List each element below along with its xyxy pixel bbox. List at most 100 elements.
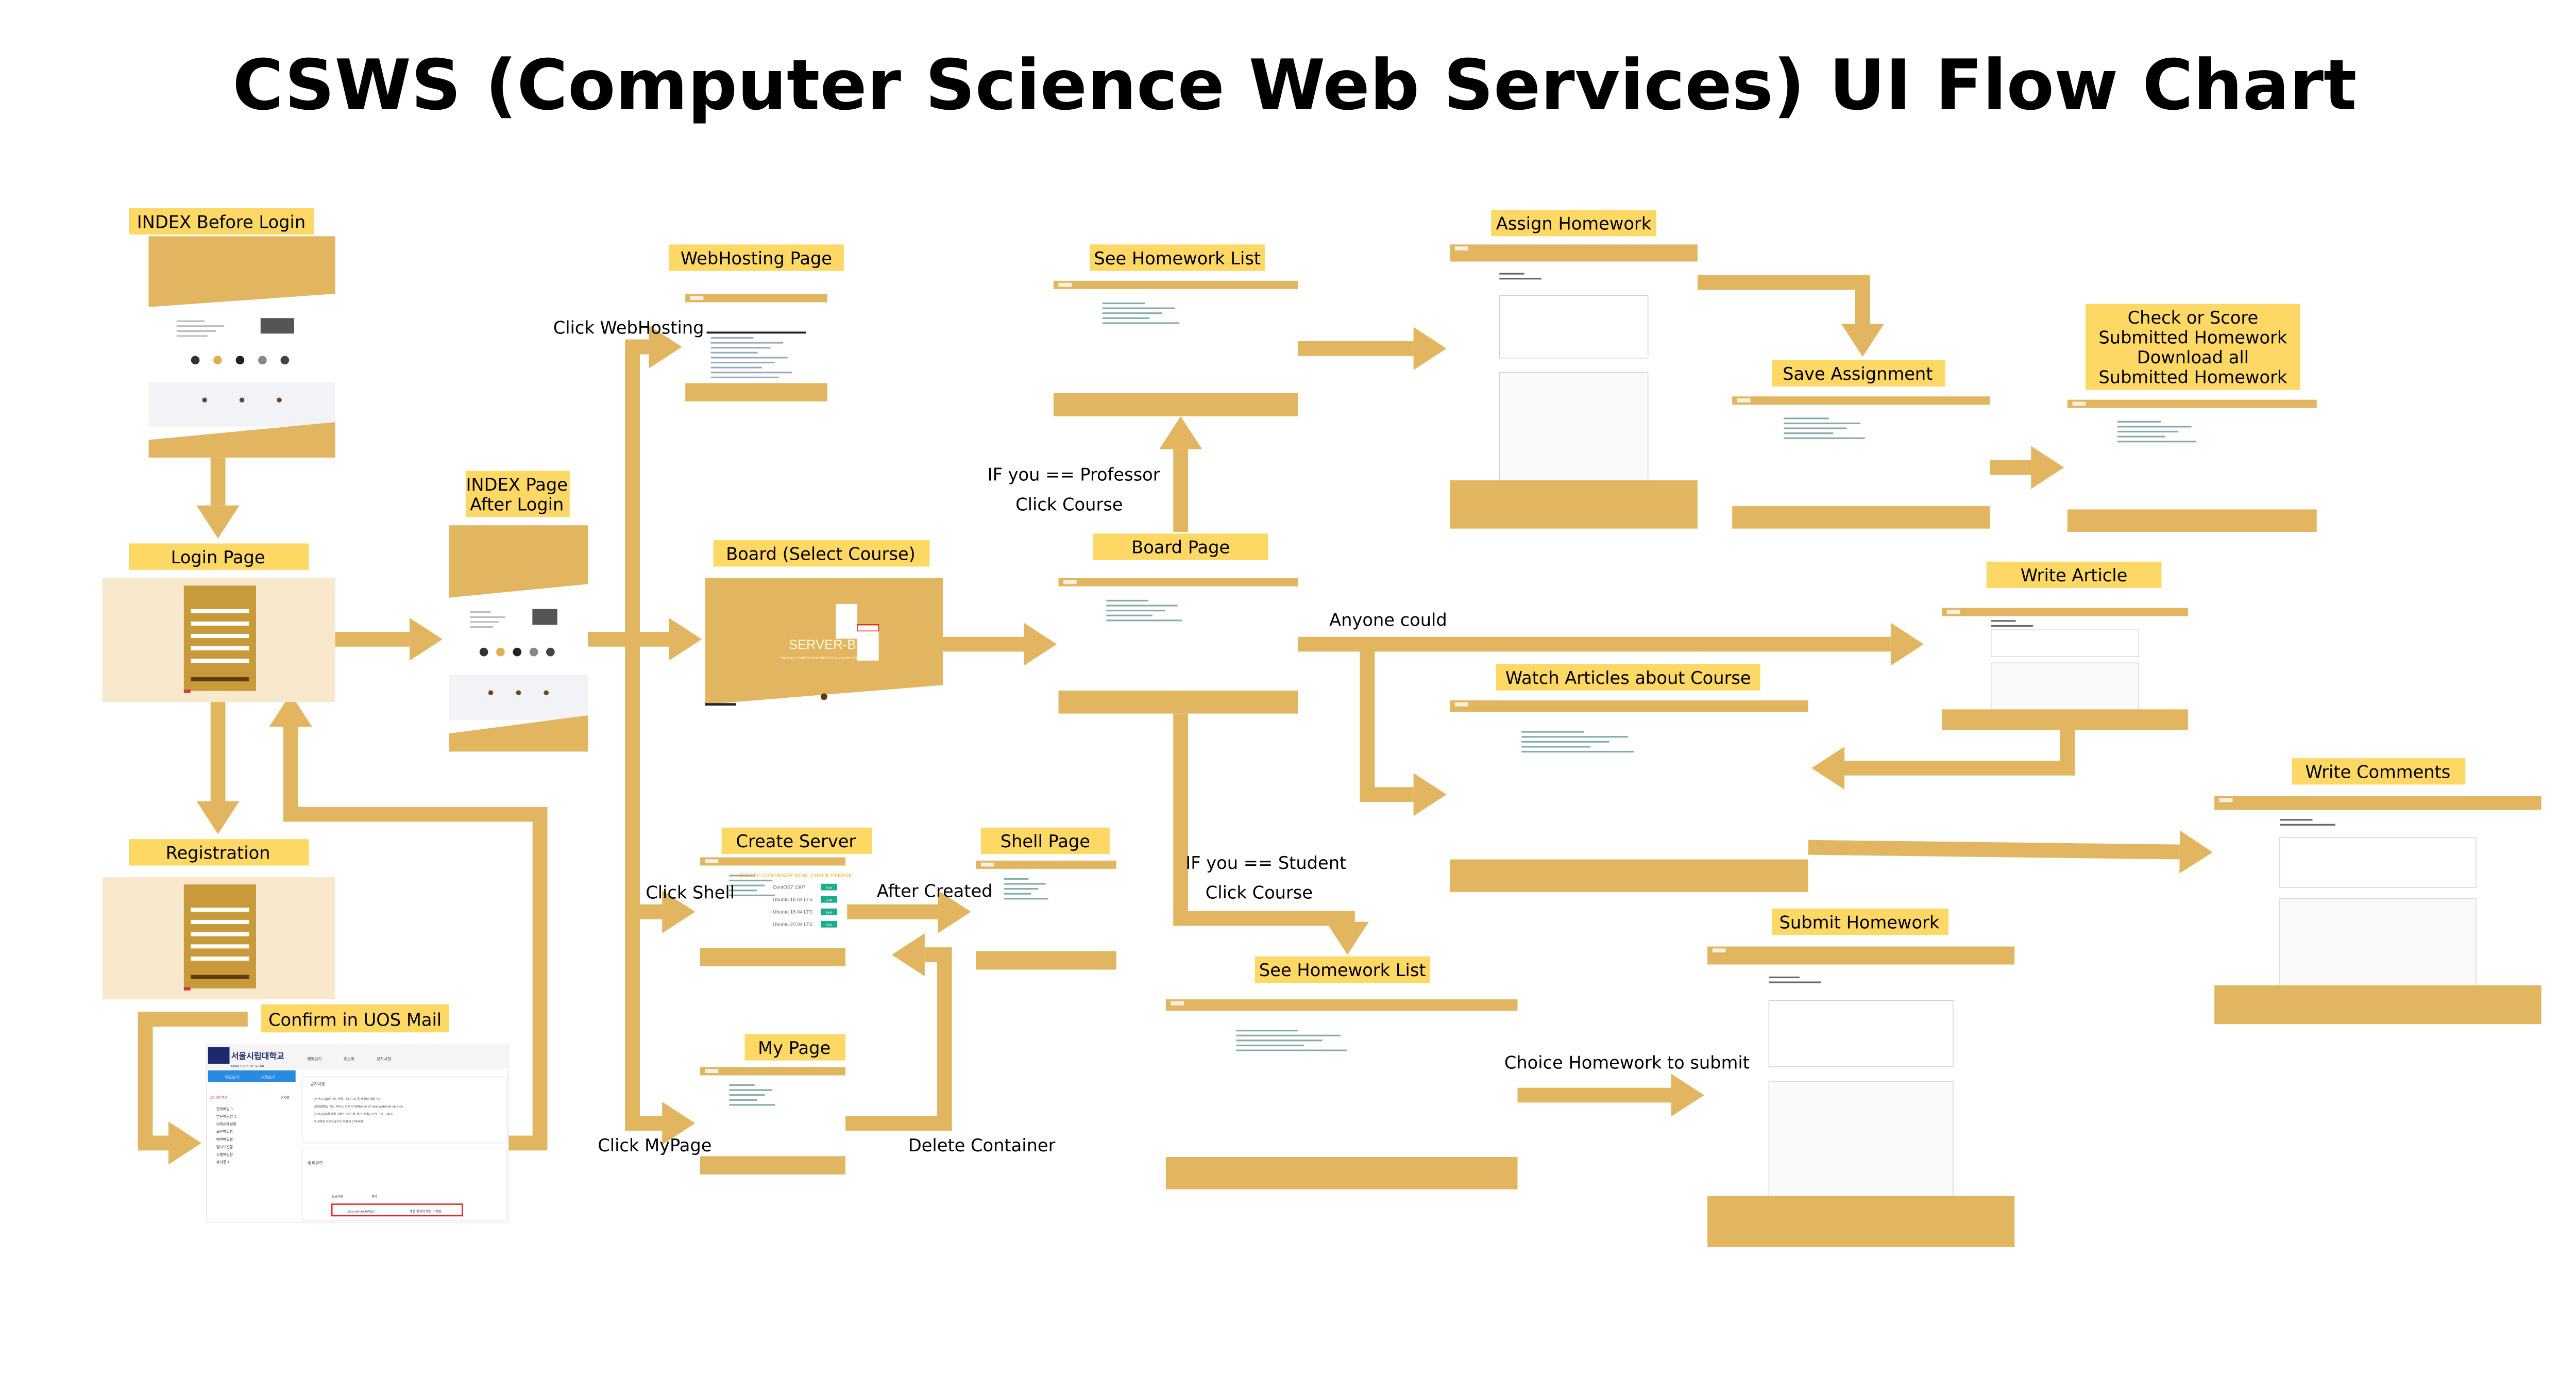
tab-address-book: 주소록	[344, 1057, 354, 1062]
label-confirm-mail: Confirm in UOS Mail	[261, 1004, 449, 1033]
board-tagline: The Only Cloud Services for UOS Computer…	[780, 657, 865, 660]
university-name: 서울시립대학교	[231, 1051, 284, 1061]
flow-arrow	[943, 623, 1057, 666]
svg-text:Login Page: Login Page	[171, 547, 265, 567]
svg-text:Watch Articles about Course: Watch Articles about Course	[1505, 668, 1751, 688]
flow-arrow	[847, 890, 971, 933]
label-save-assignment: Save Assignment	[1772, 360, 1945, 387]
svg-text:Check or Score: Check or Score	[2128, 308, 2259, 328]
flow-arrow	[1808, 830, 2213, 874]
screenshot-check-score	[2067, 399, 2317, 532]
edge-label-click-mypage: Click MyPage	[598, 1135, 711, 1155]
edge-label-student: IF you == Student	[1185, 853, 1346, 873]
arrows	[138, 275, 2213, 1165]
label-my-page: My Page	[744, 1034, 846, 1061]
mail-folder[interactable]: 보낸메일함	[216, 1129, 233, 1134]
flow-arrow	[1159, 416, 1202, 532]
svg-text:Shell Page: Shell Page	[1001, 831, 1090, 851]
edge-label-professor-click: Click Course	[1015, 494, 1123, 514]
flow-arrow	[335, 617, 443, 661]
flow-arrow	[625, 325, 682, 640]
flow-arrow	[196, 457, 240, 539]
notice-4: 학교메일 자동전달기능 이용자 안내사항	[314, 1119, 363, 1124]
write-mail-buttons	[208, 1070, 296, 1082]
svg-text:Build: Build	[826, 911, 833, 914]
label-submit-homework: Submit Homework	[1772, 908, 1949, 935]
notice-1: [보안공지]패스워드변경, 용량초과 등 제목의 메일 수신	[314, 1097, 382, 1101]
storage-total: 5 GB	[281, 1095, 290, 1099]
screenshot-index-after-login	[449, 525, 588, 752]
screenshot-see-homework-list-student	[1165, 999, 1518, 1189]
svg-text:Save Assignment: Save Assignment	[1783, 364, 1933, 384]
mail-folder[interactable]: 스팸메일함	[216, 1152, 233, 1156]
activation-mail-highlight	[331, 1203, 463, 1217]
label-write-comments: Write Comments	[2292, 758, 2466, 785]
mail-folder[interactable]: 임시보관함	[216, 1145, 233, 1149]
svg-text:CentOS7 1907: CentOS7 1907	[773, 884, 806, 890]
svg-text:See Homework List: See Homework List	[1259, 960, 1426, 980]
svg-text:Create Server: Create Server	[736, 831, 856, 851]
svg-text:Board (Select Course): Board (Select Course)	[726, 544, 916, 564]
svg-text:Write Comments: Write Comments	[2305, 762, 2450, 782]
screenshot-webhosting-page	[685, 294, 827, 401]
svg-text:Build: Build	[826, 899, 833, 902]
flow-arrow	[1517, 1074, 1704, 1117]
flow-arrow	[845, 933, 952, 1131]
uos-mail-content: 서울시립대학교 UNIVERSITY OF SEOUL 메일읽기 주소록 공지사…	[208, 1051, 463, 1217]
svg-text:Download all: Download all	[2137, 347, 2249, 367]
mail-folder[interactable]: 휴지통 1	[216, 1160, 230, 1164]
mail-folder[interactable]: 받은메일함 1	[216, 1114, 236, 1119]
create-container-heading: CREATE CONTAINER NOW. CHECK PLEASE.	[738, 873, 854, 879]
screenshot-watch-articles	[1450, 700, 1808, 892]
label-write-article: Write Article	[1986, 561, 2162, 589]
label-index-before-login: INDEX Before Login	[129, 208, 314, 235]
svg-text:Submit Homework: Submit Homework	[1780, 912, 1940, 932]
activation-mail-row[interactable]: cscs.server.b@gm... 계정 활성화 확인 이메일	[347, 1210, 442, 1214]
edge-label-student-click: Click Course	[1206, 883, 1313, 903]
board-brand: SERVER-B	[789, 638, 856, 652]
tab-read-mail: 메일읽기	[307, 1057, 321, 1062]
edge-label-choice-homework: Choice Homework to submit	[1504, 1053, 1750, 1073]
edge-label-delete-container: Delete Container	[908, 1135, 1056, 1155]
flow-arrow	[1298, 327, 1447, 370]
screenshot-shell-page	[976, 860, 1116, 970]
flow-arrow	[1990, 446, 2064, 489]
mail-folder[interactable]: 전체메일 1	[216, 1106, 233, 1111]
svg-text:Submitted Homework: Submitted Homework	[2098, 367, 2287, 388]
label-registration: Registration	[129, 839, 309, 866]
mail-folder[interactable]: 내게쓴메일함	[216, 1121, 236, 1126]
create-server-content: CREATE CONTAINER NOW. CHECK PLEASE. Cent…	[738, 873, 854, 928]
inbox-title: 새 메일함	[307, 1161, 323, 1166]
screenshot-board-page	[1058, 578, 1298, 714]
edge-label-click-shell: Click Shell	[646, 883, 735, 903]
label-webhosting-page: WebHosting Page	[669, 244, 844, 271]
svg-text:Confirm in UOS Mail: Confirm in UOS Mail	[268, 1010, 442, 1030]
mail-folder[interactable]: 예약메일함	[216, 1137, 233, 1142]
flow-arrow	[1298, 623, 1924, 666]
label-assign-homework: Assign Homework	[1491, 210, 1656, 237]
svg-text:WebHosting Page: WebHosting Page	[681, 248, 832, 269]
label-board-select-course: Board (Select Course)	[713, 540, 930, 567]
label-create-server: Create Server	[721, 827, 872, 854]
svg-text:INDEX Before Login: INDEX Before Login	[137, 212, 306, 232]
screenshot-board-select-course	[705, 578, 943, 706]
build-button	[820, 908, 837, 915]
svg-text:Board Page: Board Page	[1131, 538, 1230, 558]
edge-label-anyone: Anyone could	[1329, 610, 1447, 630]
label-login-page: Login Page	[129, 543, 309, 570]
svg-text:My Page: My Page	[758, 1038, 831, 1058]
new-window-write-button: 새창쓰기	[261, 1075, 275, 1080]
label-watch-articles: Watch Articles about Course	[1496, 664, 1760, 691]
column-sender: 보낸사람	[332, 1195, 343, 1199]
screenshot-see-homework-list-prof	[1053, 280, 1298, 416]
edge-label-professor: IF you == Professor	[988, 465, 1160, 485]
svg-text:Registration: Registration	[166, 843, 270, 863]
screenshot-save-assignment	[1732, 396, 1990, 529]
svg-text:Write Article: Write Article	[2021, 565, 2127, 585]
